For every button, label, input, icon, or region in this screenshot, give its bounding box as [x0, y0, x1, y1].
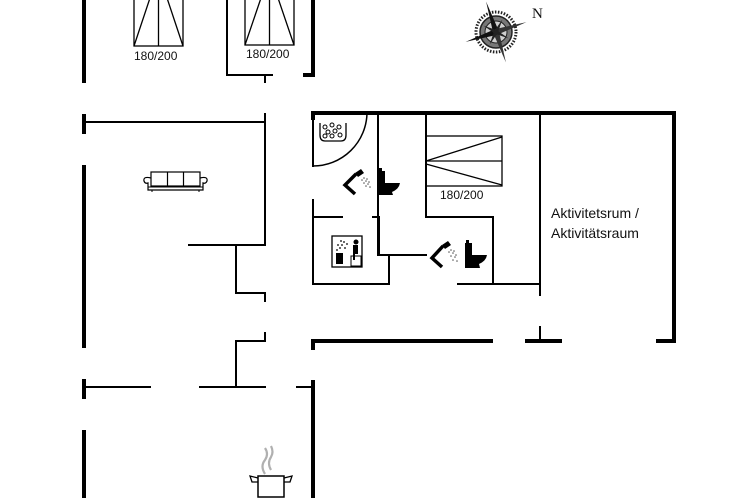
bed-2	[244, 0, 295, 46]
walls-kitchen	[82, 380, 315, 498]
activity-room-label-danish: Aktivitetsrum /	[551, 205, 639, 221]
compass-north-label: N	[532, 6, 543, 22]
activity-room-label: Aktivitetsrum / Aktivitätsraum	[551, 203, 639, 243]
cooking-pot-icon	[249, 445, 293, 498]
activity-room-label-german: Aktivitätsraum	[551, 225, 639, 241]
walls-living-room	[82, 113, 266, 399]
sofa-icon	[143, 171, 208, 192]
walls-right-block	[311, 111, 676, 350]
toilet-icon	[378, 168, 400, 195]
sauna-icon	[331, 235, 363, 268]
bed-1	[133, 0, 184, 47]
door-swing	[312, 112, 368, 167]
bed-3-label: 180/200	[440, 188, 484, 202]
bed-1-label: 180/200	[134, 49, 178, 63]
bed-2-label: 180/200	[246, 47, 290, 61]
compass-rose-icon	[465, 1, 527, 63]
shower-icon	[342, 169, 371, 196]
walls-bedroom-2	[226, 0, 315, 83]
shower-icon-2	[429, 241, 458, 269]
toilet-icon-2	[465, 240, 487, 268]
whirlpool-tub-icon	[319, 122, 347, 142]
bed-3	[425, 135, 503, 187]
